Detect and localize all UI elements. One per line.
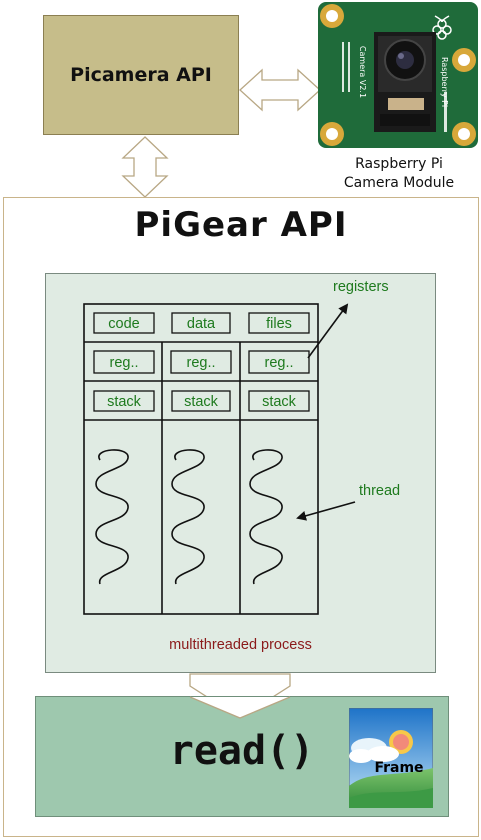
pigear-api-title: PiGear API [134, 205, 348, 245]
board-chip-text: Camera V2.1 [358, 46, 367, 98]
cell-stack-1-label: stack [107, 394, 142, 410]
thread-squiggle-2 [171, 449, 205, 585]
cell-files-label: files [266, 316, 292, 332]
multithreaded-process-caption: multithreaded process [169, 637, 312, 653]
cell-box-data [171, 312, 231, 334]
camera-module-image: Raspberry Pi Camera V2.1 [318, 2, 478, 148]
thread-squiggle-3 [249, 449, 283, 585]
caption-line-2: Camera Module [343, 175, 455, 191]
cell-stack-2-label: stack [184, 394, 219, 410]
cell-box-reg-3 [248, 350, 310, 374]
registers-label: registers [333, 279, 389, 295]
thread-arrow [296, 501, 356, 521]
cell-code-label: code [108, 316, 139, 332]
cell-stack-3-label: stack [262, 394, 297, 410]
picamera-api-box: Picamera API [43, 15, 239, 135]
process-grid-outline [83, 303, 319, 615]
cell-reg-3-label: reg.. [264, 355, 293, 371]
thread-squiggle-1 [95, 449, 129, 585]
camera-module-caption: Raspberry Pi Camera Module [318, 155, 480, 193]
connector-arrows [121, 68, 321, 198]
registers-arrow [307, 303, 349, 359]
cell-box-stack-2 [171, 390, 231, 412]
read-method-label: read() [169, 728, 315, 774]
thread-label: thread [359, 483, 400, 499]
cell-data-label: data [187, 316, 216, 332]
picamera-api-label: Picamera API [70, 64, 212, 86]
cell-box-code [93, 312, 155, 334]
cell-box-reg-1 [93, 350, 155, 374]
raspberry-logo-icon [432, 15, 452, 40]
cell-box-files [248, 312, 310, 334]
cell-box-stack-1 [93, 390, 155, 412]
cell-box-reg-2 [170, 350, 232, 374]
cell-reg-1-label: reg.. [109, 355, 138, 371]
cell-reg-2-label: reg.. [186, 355, 215, 371]
frame-label: Frame [374, 760, 423, 776]
caption-line-1: Raspberry Pi [355, 156, 443, 172]
cell-box-stack-3 [248, 390, 310, 412]
frame-image: Frame [349, 708, 433, 808]
board-brand-text: Raspberry Pi [440, 57, 449, 107]
